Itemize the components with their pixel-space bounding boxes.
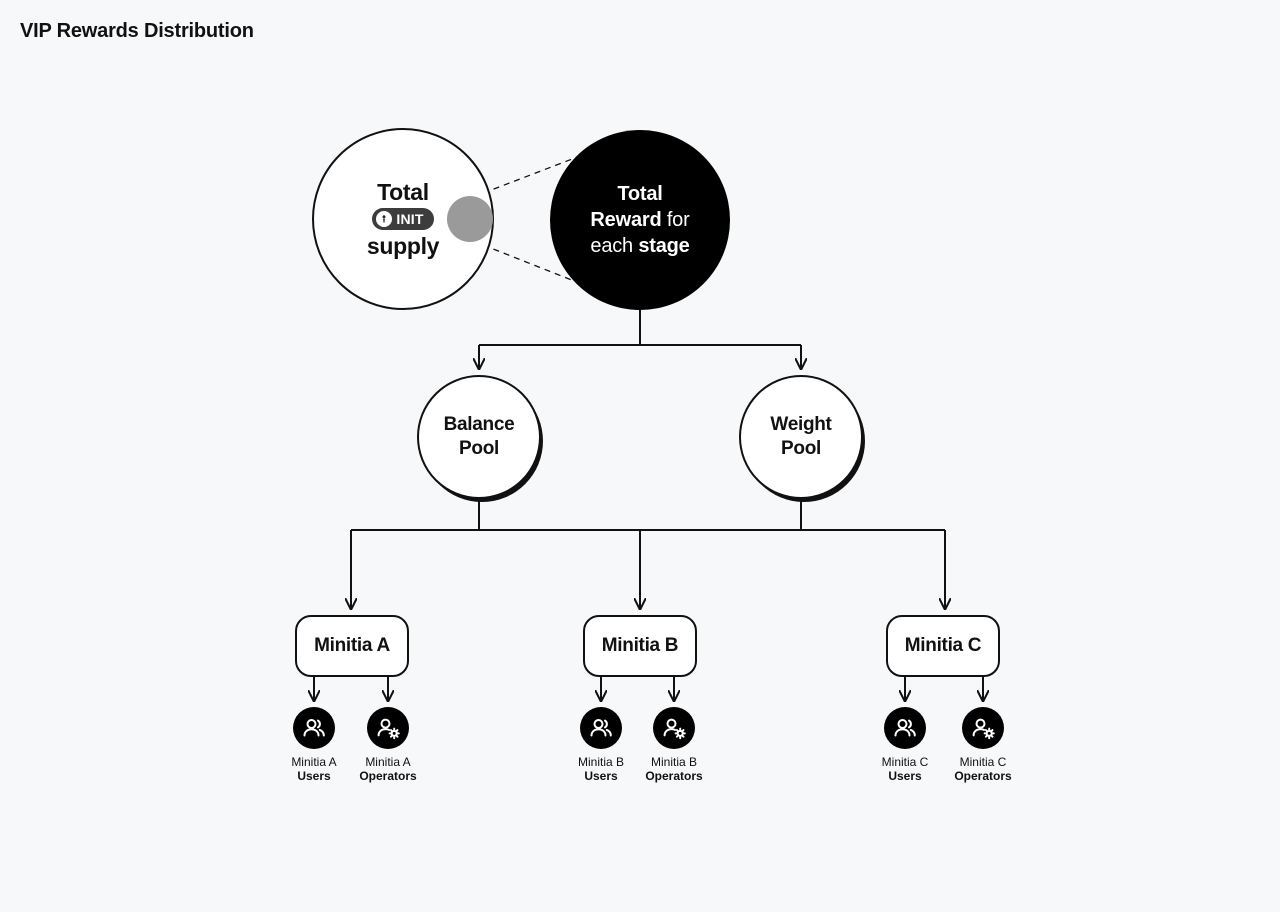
total-reward-node[interactable]: Total Reward for each stage [550, 130, 730, 310]
page-title: VIP Rewards Distribution [20, 20, 254, 42]
operators-gear-icon [653, 707, 695, 749]
actor-line2: Operators [359, 769, 417, 784]
minitia-a-to-actors-connector [314, 677, 388, 700]
operators-gear-icon [367, 707, 409, 749]
users-icon [580, 707, 622, 749]
actor-line2: Users [584, 769, 618, 784]
actor-line1: Minitia B [650, 755, 697, 769]
actor-line2: Users [297, 769, 331, 784]
weight-pool-node[interactable]: Weight Pool [739, 375, 863, 499]
minitia-c-box[interactable]: Minitia C [886, 615, 1000, 677]
weight-pool-line2: Pool [781, 438, 821, 459]
minitia-c-operators-node[interactable]: Minitia C Operators [941, 707, 1025, 783]
minitia-b-label: Minitia B [601, 635, 679, 656]
init-token-badge: INIT [372, 208, 434, 230]
minitia-b-operators-node[interactable]: Minitia B Operators [632, 707, 716, 783]
minitia-b-users-node[interactable]: Minitia B Users [559, 707, 643, 783]
minitia-c-users-caption: Minitia C Users [882, 755, 929, 783]
total-supply-line2: supply [366, 233, 440, 259]
minitia-a-users-node[interactable]: Minitia A Users [272, 707, 356, 783]
operators-gear-icon [962, 707, 1004, 749]
balance-pool-line1: Balance [443, 414, 515, 436]
users-icon [293, 707, 335, 749]
minitia-b-operators-caption: Minitia B Operators [645, 755, 702, 783]
reward-word-for: for [666, 209, 690, 231]
actor-line1: Minitia B [577, 755, 624, 769]
weight-pool-label: Weight Pool [770, 413, 831, 461]
reward-to-pools-connector [479, 310, 801, 368]
minitia-c-users-node[interactable]: Minitia C Users [863, 707, 947, 783]
projection-dashed-lines [472, 132, 641, 308]
total-supply-line1: Total [377, 178, 429, 205]
actor-line2: Operators [645, 769, 703, 784]
reward-word-reward: Reward [590, 209, 662, 231]
pools-to-bus-connector [351, 501, 945, 531]
minitia-a-users-caption: Minitia A Users [291, 755, 336, 783]
users-icon [884, 707, 926, 749]
weight-pool-line1: Weight [770, 414, 832, 436]
minitia-c-operators-caption: Minitia C Operators [954, 755, 1011, 783]
balance-pool-node[interactable]: Balance Pool [417, 375, 541, 499]
actor-line1: Minitia C [959, 755, 1007, 769]
reward-word-each: each [590, 235, 633, 257]
reward-word-stage: stage [638, 235, 690, 257]
minitia-b-to-actors-connector [601, 677, 674, 700]
balance-pool-label: Balance Pool [444, 413, 515, 461]
minitia-b-box[interactable]: Minitia B [583, 615, 697, 677]
total-reward-label: Total Reward for each stage [576, 181, 703, 259]
balance-pool-line2: Pool [459, 438, 499, 459]
actor-line2: Operators [954, 769, 1012, 784]
minitia-a-operators-node[interactable]: Minitia A Operators [346, 707, 430, 783]
minitia-b-users-caption: Minitia B Users [578, 755, 624, 783]
minitia-a-label: Minitia A [314, 635, 390, 656]
actor-line1: Minitia C [881, 755, 929, 769]
init-token-icon [376, 211, 393, 227]
reward-word-total: Total [617, 183, 663, 205]
minitia-a-operators-caption: Minitia A Operators [359, 755, 416, 783]
minitia-a-box[interactable]: Minitia A [295, 615, 409, 677]
actor-line1: Minitia A [291, 755, 337, 769]
minitia-c-label: Minitia C [904, 635, 982, 656]
total-supply-node[interactable]: Total INIT supply [312, 128, 494, 310]
init-badge-label: INIT [396, 210, 424, 227]
minitia-c-to-actors-connector [905, 677, 983, 700]
actor-line2: Users [888, 769, 922, 784]
bus-to-minitia-connector [351, 530, 945, 608]
init-allocation-orb [447, 196, 493, 242]
actor-line1: Minitia A [365, 755, 411, 769]
